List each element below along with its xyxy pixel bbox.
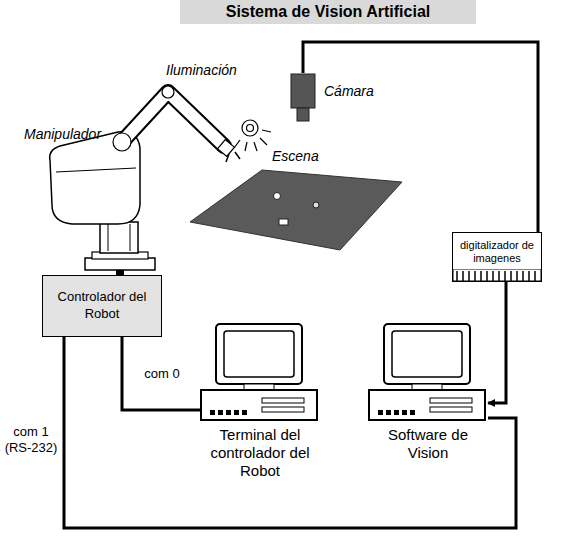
cable [303,42,538,232]
part-label: Escena [272,148,319,164]
lamp [234,120,271,151]
robot-manipulator [50,86,240,276]
cable [122,337,200,410]
scene-object [274,193,281,200]
port-label: com 1 (RS-232) [2,424,60,456]
node-text: Controlador del Robot [49,288,155,322]
computer-icon [368,322,488,422]
node-text: Cámara [324,83,374,99]
title-bar: Sistema de Vision Artificial [180,0,476,24]
port-label: com 0 [132,366,192,382]
node-text: Terminal del controlador del Robot [200,426,320,480]
vision-computer: Software de Vision [368,322,488,462]
cable [488,282,506,403]
camera-body [290,73,316,123]
scene-object [279,219,288,225]
image-digitizer-box: digitalizador de imagenes [452,232,542,282]
computer-icon [200,322,320,422]
terminal-computer: Terminal del controlador del Robot [200,322,320,480]
robot-controller-box: Controlador del Robot [42,275,162,337]
scene-object [313,202,319,208]
scene-plane [190,170,402,250]
node-text: Software de Vision [368,426,488,462]
part-label: Manipulador [24,126,101,142]
camera: Cámara [290,73,374,123]
node-text: digitalizador de imagenes [456,239,538,265]
part-label: Iluminación [166,62,237,78]
connector-pins [453,269,541,281]
